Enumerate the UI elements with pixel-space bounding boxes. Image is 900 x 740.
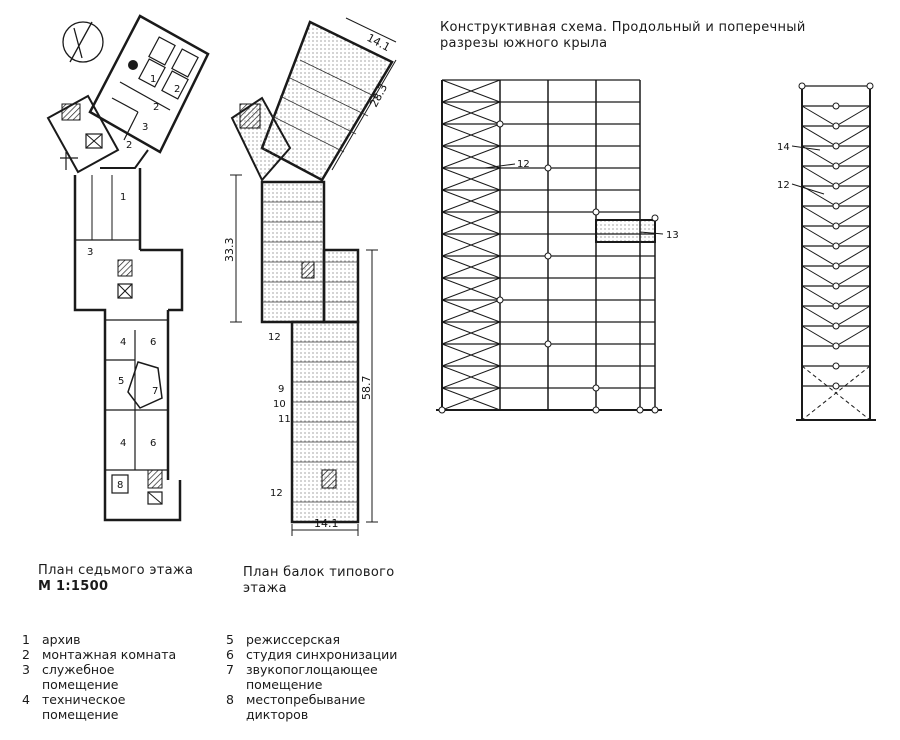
dimension-label: 14.1 [314, 517, 339, 530]
dimension-label: 33.3 [223, 238, 236, 263]
cross-section [791, 82, 876, 421]
room-label: 5 [118, 376, 124, 387]
north-arrow-icon [62, 21, 104, 63]
plan-junction-core [46, 94, 120, 174]
legend-text: архив [42, 632, 81, 647]
beam-label: 10 [273, 399, 286, 410]
legend-item: 2 монтажная комната [22, 647, 176, 662]
legend-text: режиссерская [246, 632, 340, 647]
beam-label: 11 [278, 414, 291, 425]
legend-item: 4 техническое помещение [22, 692, 176, 722]
legend-item: 1 архив [22, 632, 176, 647]
seventh-floor-plan [46, 14, 210, 522]
legend-number: 1 [22, 632, 30, 647]
room-label: 6 [150, 337, 156, 348]
beam-plan [230, 17, 397, 536]
plan-room-labels: 1 2 2 3 2 1 3 4 6 5 7 4 6 8 [87, 74, 180, 491]
plan-diagonal-wing [88, 14, 210, 154]
beam-plan-caption-line: этажа [243, 581, 287, 596]
plan-caption-title: План седьмого этажа [38, 563, 194, 578]
legend-item: 3 служебное помещение [22, 662, 176, 692]
room-label: 1 [120, 192, 126, 203]
legend-text: звукопоглощающее помещение [246, 662, 378, 692]
cross-bracing [441, 79, 501, 411]
room-label: 8 [117, 480, 123, 491]
section-labels: 12 13 [517, 159, 679, 241]
legend-text: монтажная комната [42, 647, 177, 662]
scheme-caption-line: Конструктивная схема. Продольный и попер… [440, 20, 806, 35]
beam-plan-upper-body [260, 180, 326, 324]
legend-right: 5 режиссерская 6 студия синхронизации 7 … [226, 632, 397, 722]
legend-text: местопребывание дикторов [246, 692, 366, 722]
legend-number: 4 [22, 692, 30, 707]
legend-item: 6 студия синхронизации [226, 647, 397, 662]
plan-caption: План седьмого этажа М 1:1500 [38, 563, 193, 595]
cross-section-labels: 14 12 [777, 142, 790, 191]
scheme-caption-line: разрезы южного крыла [440, 36, 608, 51]
room-label: 2 [153, 102, 159, 113]
room-label: 7 [152, 386, 158, 397]
section-label: 14 [777, 142, 790, 153]
room-label: 4 [120, 438, 126, 449]
legend-item: 7 звукопоглощающее помещение [226, 662, 397, 692]
plan-caption-scale: М 1:1500 [38, 579, 109, 594]
dimension-lines [230, 17, 397, 536]
section-label: 12 [517, 159, 530, 170]
room-label: 2 [174, 84, 180, 95]
room-label: 4 [120, 337, 126, 348]
legend-text: студия синхронизации [246, 647, 398, 662]
scheme-caption: Конструктивная схема. Продольный и попер… [440, 20, 806, 52]
room-label: 6 [150, 438, 156, 449]
highlighted-panel [595, 219, 656, 243]
room-label: 1 [150, 74, 156, 85]
legend-number: 6 [226, 647, 234, 662]
room-label: 3 [142, 122, 148, 133]
legend-text: техническое помещение [42, 692, 126, 722]
legend-item: 5 режиссерская [226, 632, 397, 647]
legend-text: служебное помещение [42, 662, 119, 692]
legend-left: 1 архив 2 монтажная комната 3 служебное … [22, 632, 176, 722]
room-label: 2 [126, 140, 132, 151]
beam-plan-diagonal-wing [260, 20, 394, 182]
beam-label: 12 [268, 332, 281, 343]
dimension-label: 58.7 [360, 376, 373, 401]
beam-plan-caption: План балок типового этажа [243, 565, 395, 597]
beam-label: 9 [278, 384, 284, 395]
plan-main-body [73, 149, 184, 522]
legend-number: 8 [226, 692, 234, 707]
beam-plan-caption-line: План балок типового [243, 565, 395, 580]
legend-number: 7 [226, 662, 234, 677]
legend-number: 2 [22, 647, 30, 662]
beam-label: 12 [270, 488, 283, 499]
legend-number: 3 [22, 662, 30, 677]
room-label: 3 [87, 247, 93, 258]
legend-item: 8 местопребывание дикторов [226, 692, 397, 722]
section-label: 12 [777, 180, 790, 191]
longitudinal-section [436, 79, 664, 414]
section-label: 13 [666, 230, 679, 241]
legend-number: 5 [226, 632, 234, 647]
